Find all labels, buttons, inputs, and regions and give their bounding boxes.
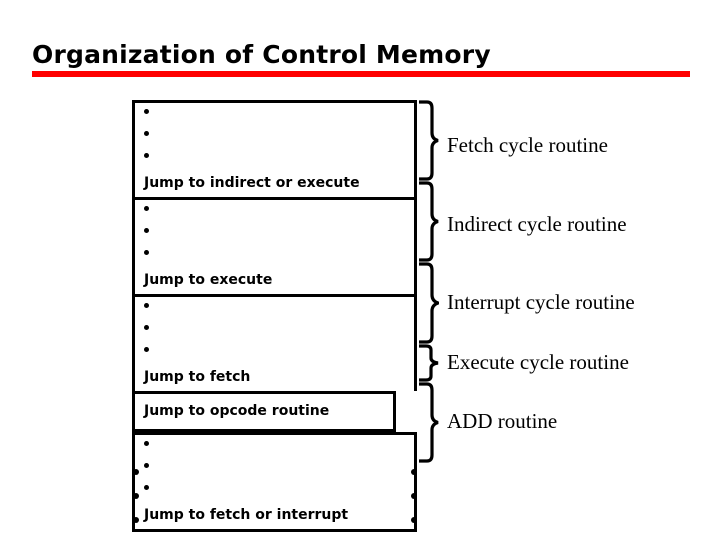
continuation-dots-right (411, 469, 417, 541)
annotation-label-add: ADD routine (447, 409, 558, 433)
page-title: Organization of Control Memory (32, 40, 491, 69)
memory-section-label-add: Jump to fetch or interrupt (144, 507, 349, 523)
annotation-label-execute: Execute cycle routine (447, 350, 629, 374)
brace-icon-interrupt (417, 262, 439, 344)
vertical-ellipsis-indirect (135, 200, 414, 255)
annotation-label-interrupt: Interrupt cycle routine (447, 290, 635, 314)
brace-icon-fetch (417, 100, 439, 181)
ellipsis-dot-icon (411, 469, 417, 475)
ellipsis-dot-icon (144, 153, 149, 158)
ellipsis-dot-icon (411, 517, 417, 523)
annotation-label-indirect: Indirect cycle routine (447, 212, 627, 236)
memory-section-indirect[interactable]: Jump to execute (132, 197, 417, 294)
ellipsis-dot-icon (144, 441, 149, 446)
brace-icon-add (417, 382, 439, 463)
title-underline-rule (32, 71, 690, 77)
ellipsis-dot-icon (133, 469, 139, 475)
ellipsis-dot-icon (144, 347, 149, 352)
memory-section-add[interactable]: Jump to fetch or interrupt (132, 432, 417, 532)
ellipsis-dot-icon (144, 131, 149, 136)
memory-section-label-interrupt: Jump to fetch (144, 369, 251, 385)
memory-section-interrupt[interactable]: Jump to fetch (132, 294, 417, 391)
ellipsis-dot-icon (133, 517, 139, 523)
ellipsis-dot-icon (144, 206, 149, 211)
annotation-label-fetch: Fetch cycle routine (447, 133, 608, 157)
ellipsis-dot-icon (144, 485, 149, 490)
memory-section-label-indirect: Jump to execute (144, 272, 273, 288)
ellipsis-dot-icon (144, 228, 149, 233)
continuation-dots-left (133, 469, 139, 541)
ellipsis-dot-icon (144, 109, 149, 114)
vertical-ellipsis-fetch (135, 103, 414, 158)
control-memory-map: Jump to indirect or execute Jump to exec… (132, 100, 417, 532)
memory-section-label-execute: Jump to opcode routine (144, 403, 330, 419)
ellipsis-dot-icon (144, 303, 149, 308)
memory-section-label-fetch: Jump to indirect or execute (144, 175, 360, 191)
ellipsis-dot-icon (144, 325, 149, 330)
ellipsis-dot-icon (411, 493, 417, 499)
vertical-ellipsis-interrupt (135, 297, 414, 352)
memory-section-fetch[interactable]: Jump to indirect or execute (132, 100, 417, 197)
memory-section-execute[interactable]: Jump to opcode routine (132, 391, 396, 432)
ellipsis-dot-icon (144, 250, 149, 255)
vertical-ellipsis-add (135, 435, 414, 490)
brace-icon-indirect (417, 181, 439, 262)
ellipsis-dot-icon (144, 463, 149, 468)
ellipsis-dot-icon (133, 493, 139, 499)
brace-icon-execute (417, 344, 439, 382)
